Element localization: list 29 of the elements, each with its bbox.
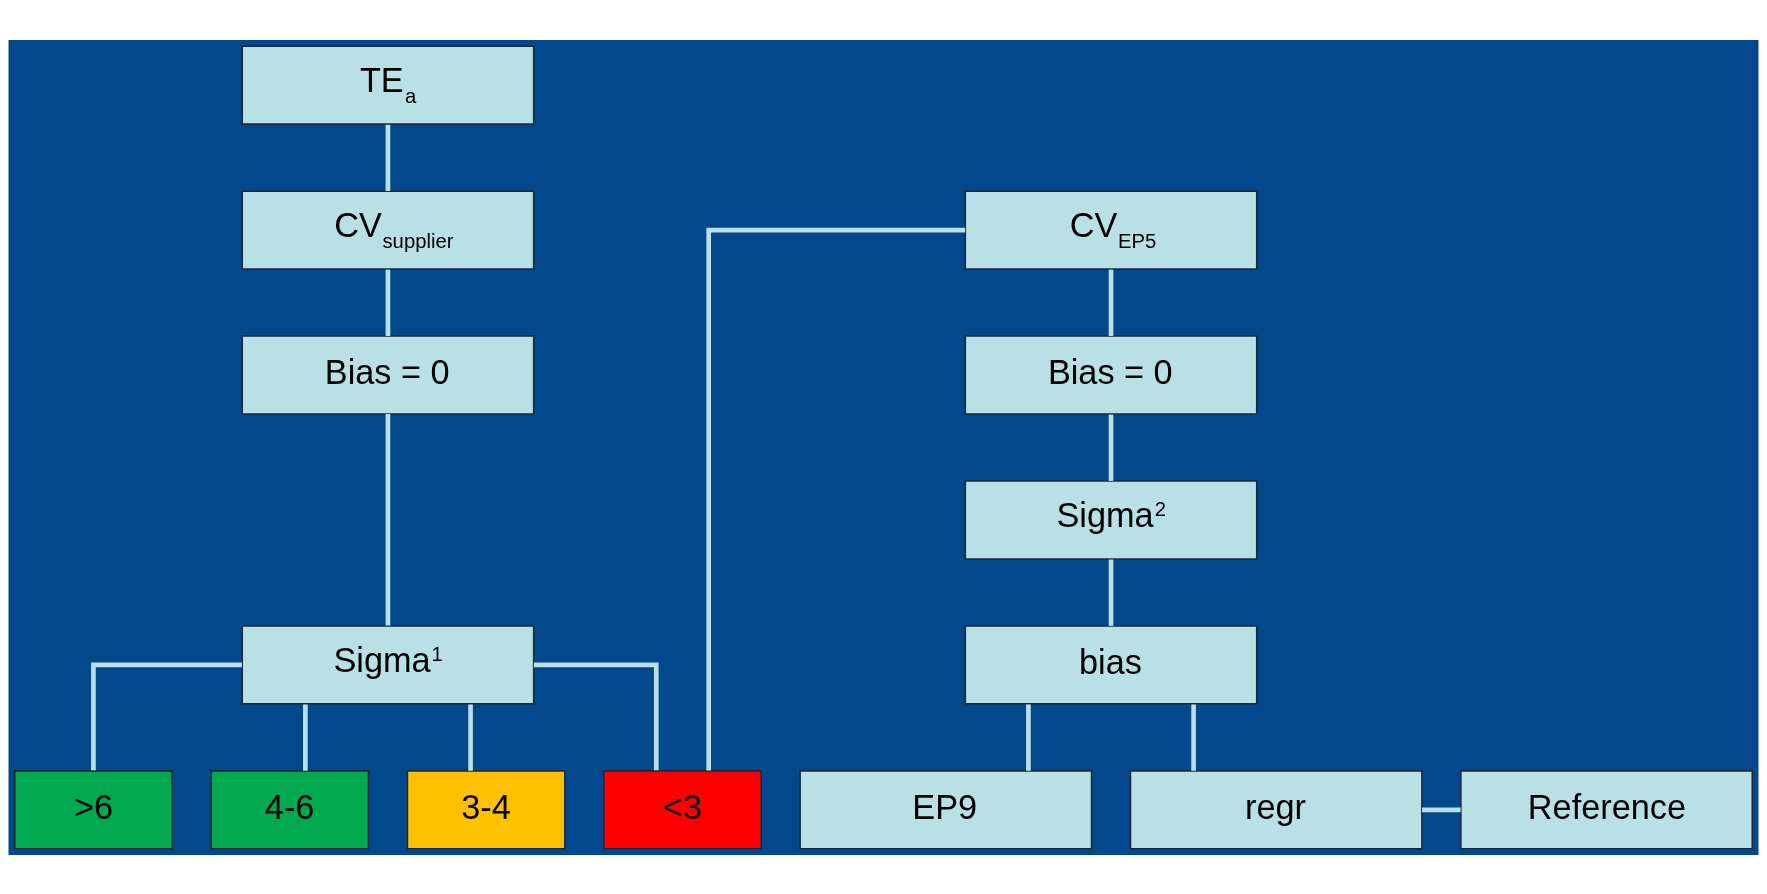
node-box: EP9 (799, 769, 1093, 850)
connector (385, 269, 391, 336)
node-box: <3 (603, 769, 762, 850)
connector (385, 413, 391, 625)
connector (303, 704, 308, 771)
connector (1108, 414, 1114, 481)
node-box: CV$_{supplier}$ (241, 189, 535, 270)
node-box: CV$_{EP5}$ (964, 189, 1258, 270)
node-box: Bias = 0 (964, 334, 1258, 415)
node-box: regr (1129, 769, 1423, 850)
connector (468, 704, 473, 771)
connector (1422, 806, 1461, 812)
connector (533, 662, 659, 770)
connector (1108, 559, 1114, 626)
node-box: Sigma$^{2}$ (964, 479, 1258, 560)
node-box: >6 (13, 769, 173, 850)
connector (1108, 269, 1114, 336)
node-box: 3-4 (406, 769, 566, 850)
node-box: 4-6 (210, 769, 370, 850)
node-box: Sigma$^{1}$ (241, 624, 535, 705)
connector (91, 662, 242, 770)
node-box: Bias = 0 (241, 334, 535, 415)
node-box: Reference (1460, 769, 1754, 850)
connector (1026, 704, 1031, 771)
node-box: TE$_{a}$ (241, 44, 535, 125)
node-box: bias (964, 624, 1258, 705)
connector (706, 227, 966, 770)
connector (385, 124, 391, 191)
connector (1191, 704, 1196, 771)
